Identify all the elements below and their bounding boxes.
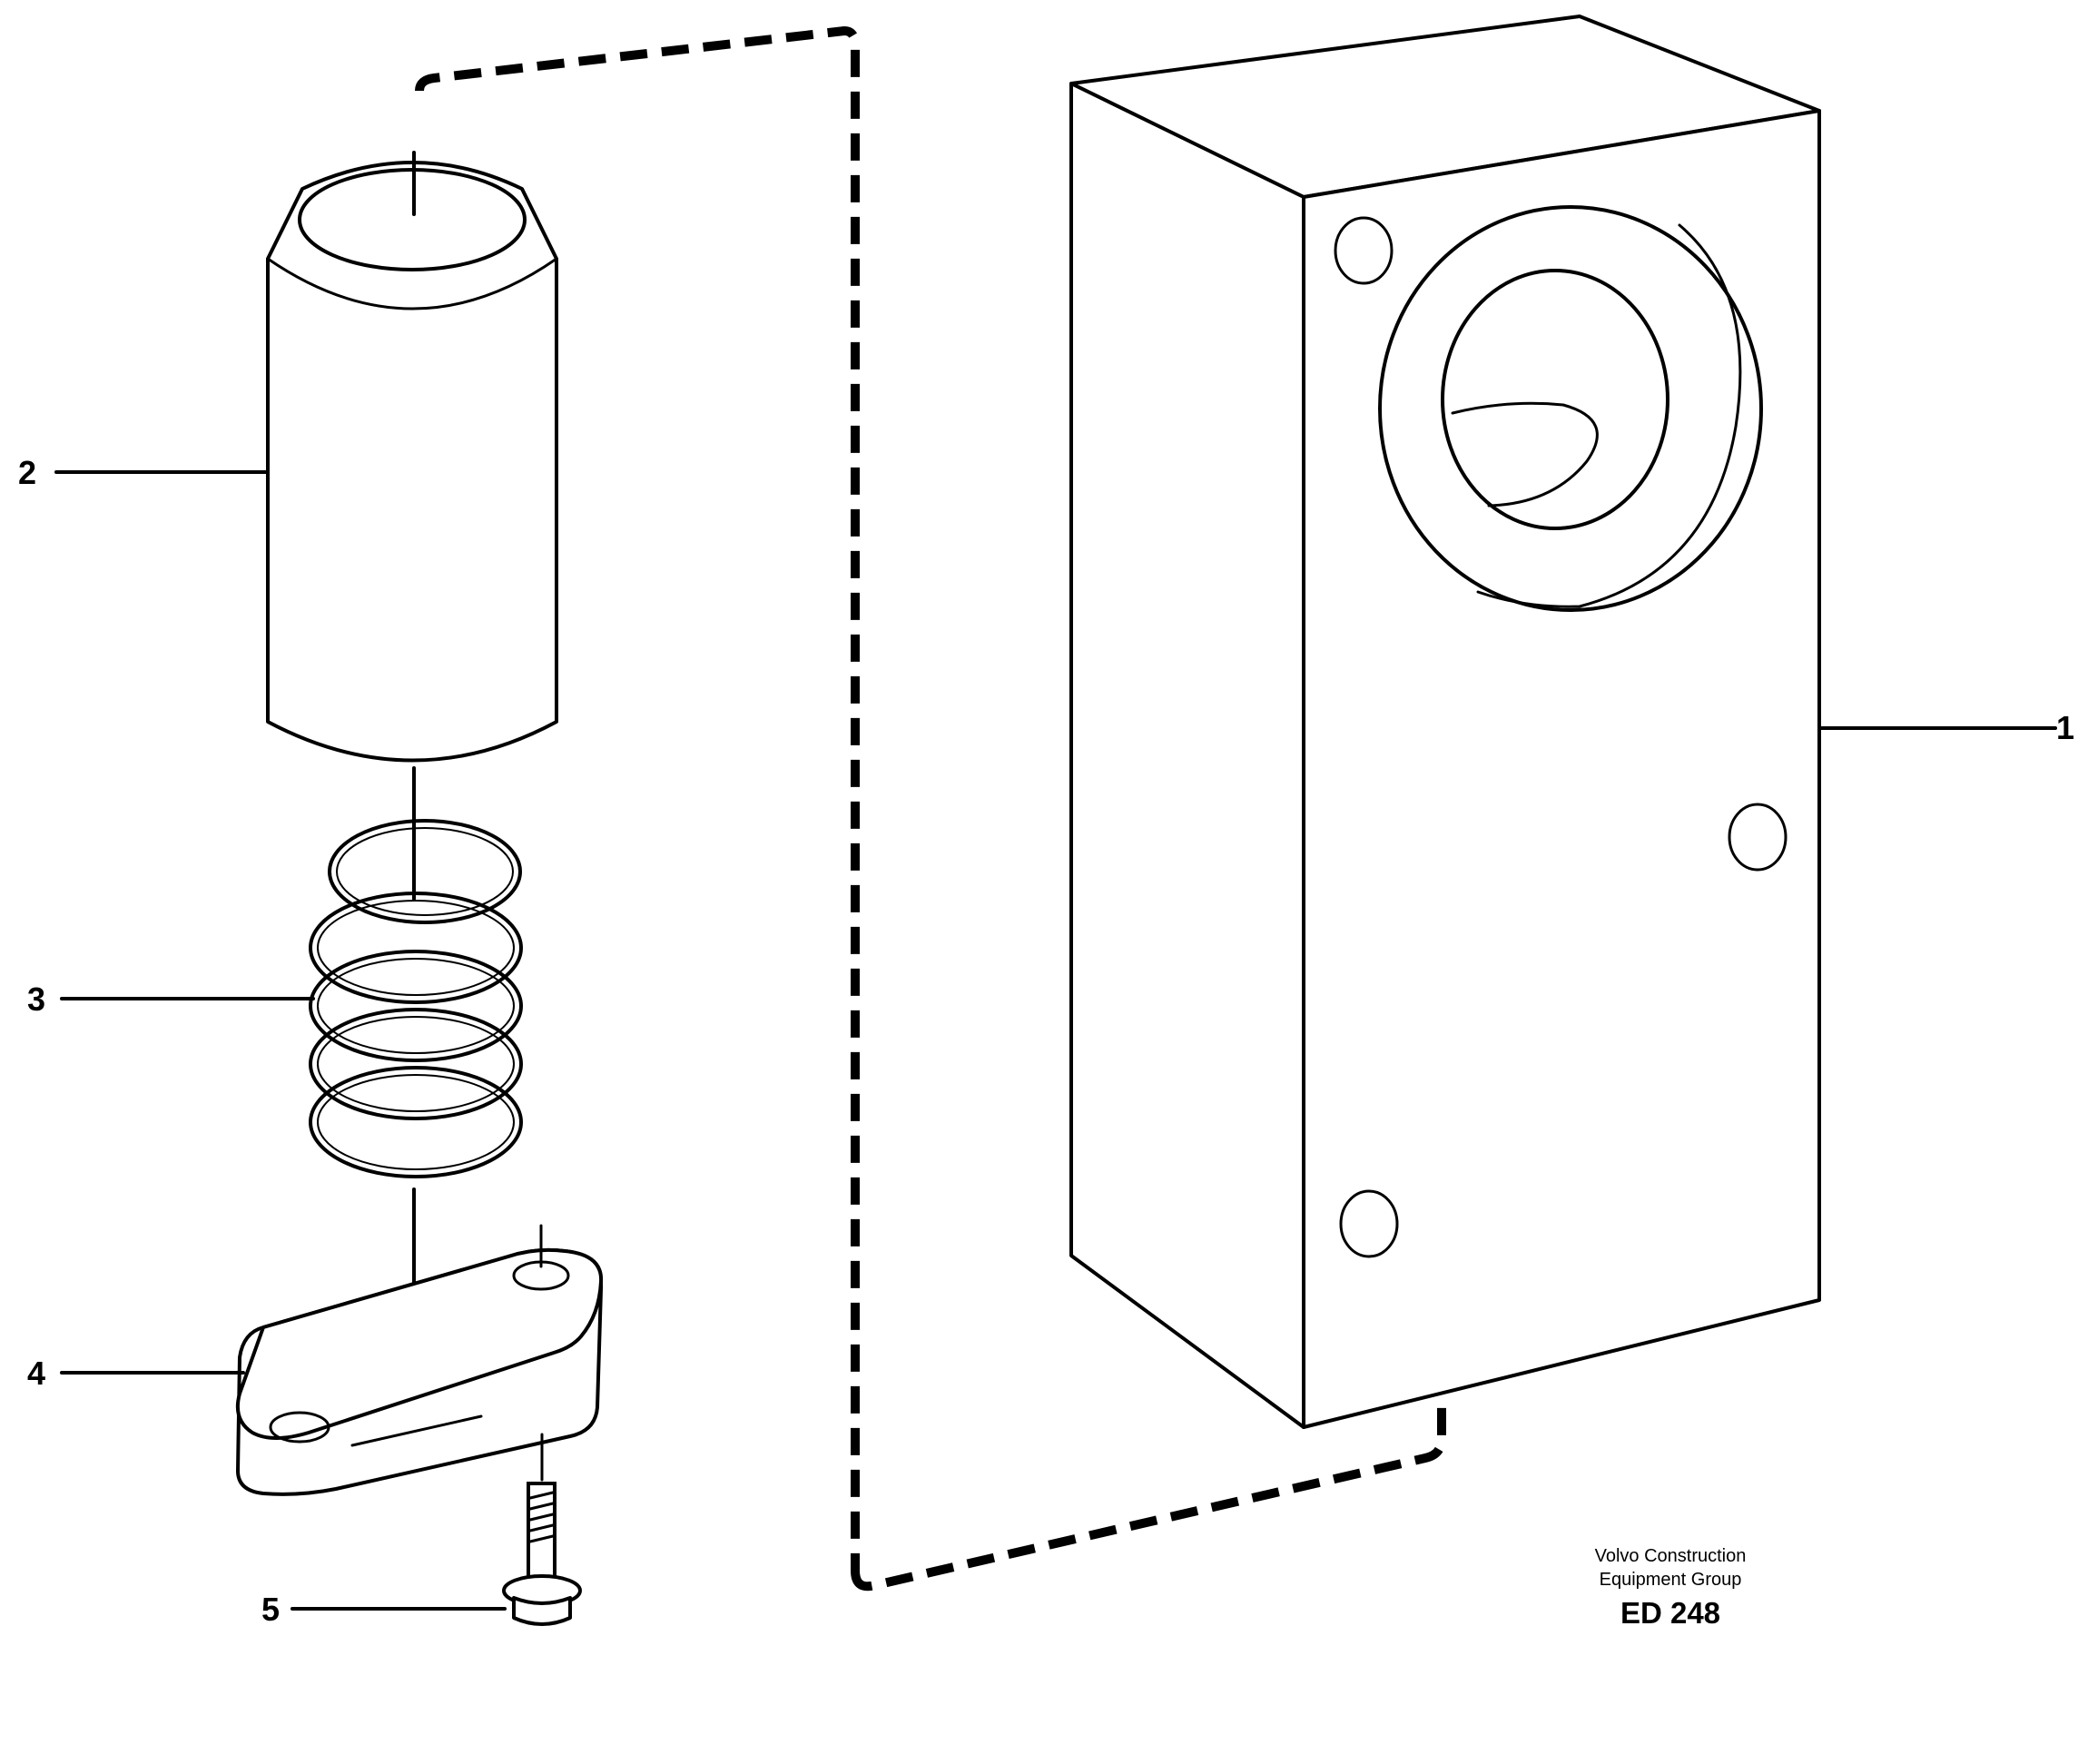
footer-diagram-code: ED 248 [1620,1596,1720,1630]
housing-block [1069,15,2057,1429]
callout-4: 4 [27,1355,45,1392]
piston-cylinder [54,151,558,901]
callout-5: 5 [261,1591,280,1628]
footer-company-line1: Volvo Construction [1595,1546,1747,1566]
callout-1: 1 [2056,709,2074,746]
flange-bolt [291,1433,582,1626]
footer-company-line2: Equipment Group [1600,1570,1742,1590]
cover-plate [60,1224,604,1496]
callout-2: 2 [18,454,36,491]
callout-3: 3 [27,981,45,1018]
assembly-dashed-line [415,26,1446,1592]
spring-coil [60,819,523,1327]
